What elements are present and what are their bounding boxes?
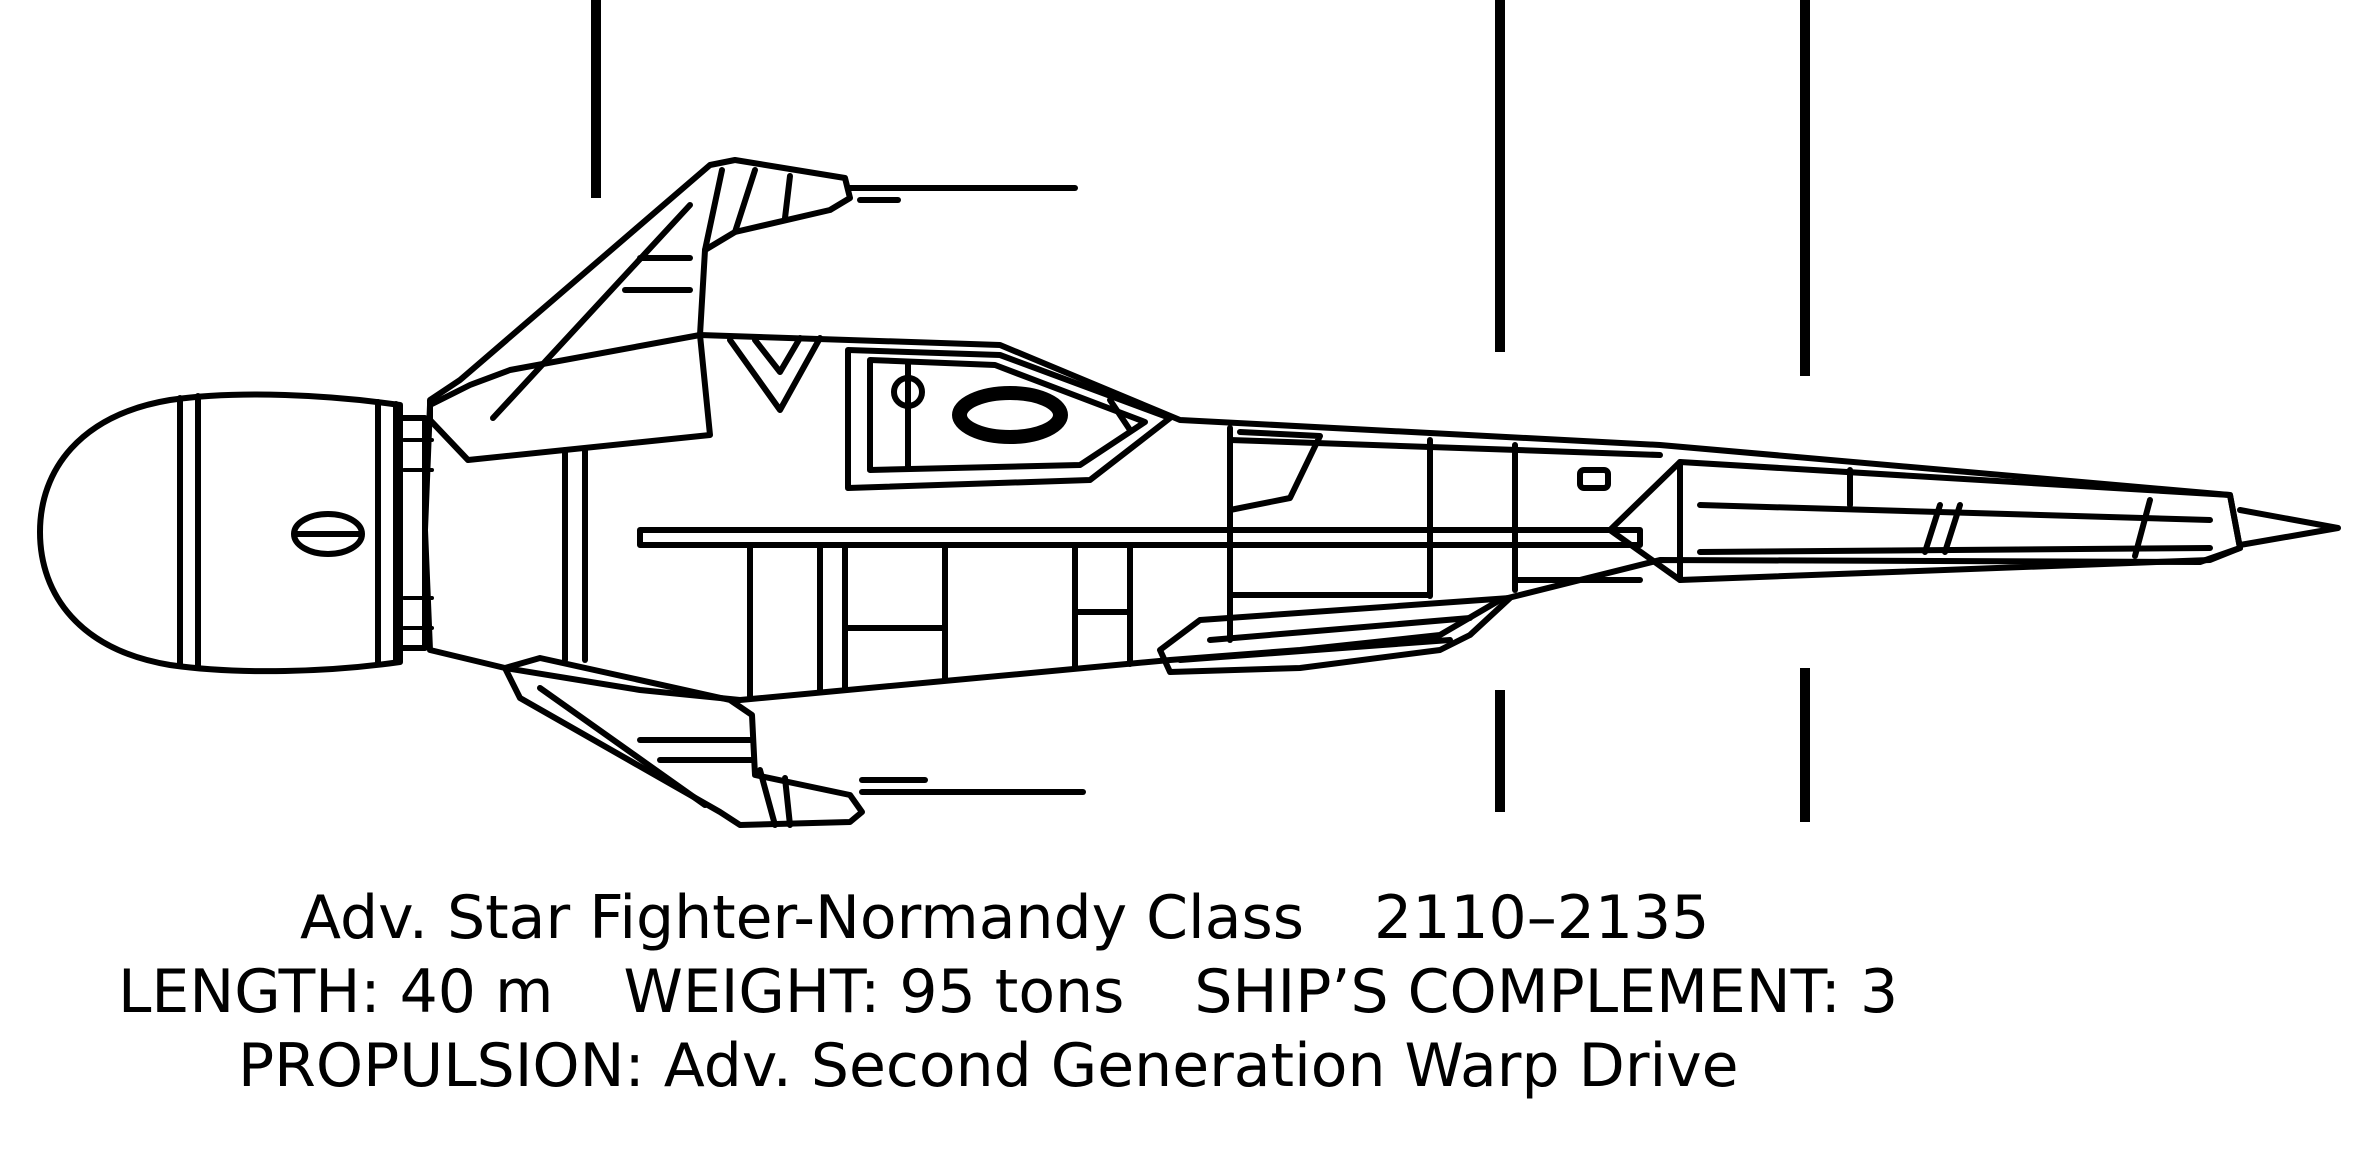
- caption-propulsion-line: PROPULSION: Adv. Second Generation Warp …: [238, 1030, 2376, 1102]
- upper-wing: [427, 157, 1078, 463]
- ship-class-name: Adv. Star Fighter-Normandy Class: [300, 883, 1305, 953]
- nose-pod: [37, 391, 403, 675]
- ship-length: LENGTH: 40 m: [118, 957, 554, 1027]
- caption-specs-line: LENGTH: 40 m WEIGHT: 95 tons SHIP’S COMPLE…: [118, 956, 2376, 1028]
- ship-complement: SHIP’S COMPLEMENT: 3: [1194, 957, 1899, 1027]
- service-years: 2110–2135: [1374, 883, 1710, 953]
- tail-nacelle: [1607, 459, 2341, 583]
- lower-strake: [1157, 595, 1513, 675]
- starfighter-schematic: [37, 0, 2341, 828]
- ship-propulsion: PROPULSION: Adv. Second Generation Warp …: [238, 1031, 1739, 1101]
- cockpit-canopy: [727, 335, 1173, 491]
- ship-weight: WEIGHT: 95 tons: [623, 957, 1125, 1027]
- caption-title-line: Adv. Star Fighter-Normandy Class 2110–213…: [300, 882, 2376, 954]
- measurement-bars: [591, 0, 1810, 822]
- main-hull: [422, 332, 2243, 703]
